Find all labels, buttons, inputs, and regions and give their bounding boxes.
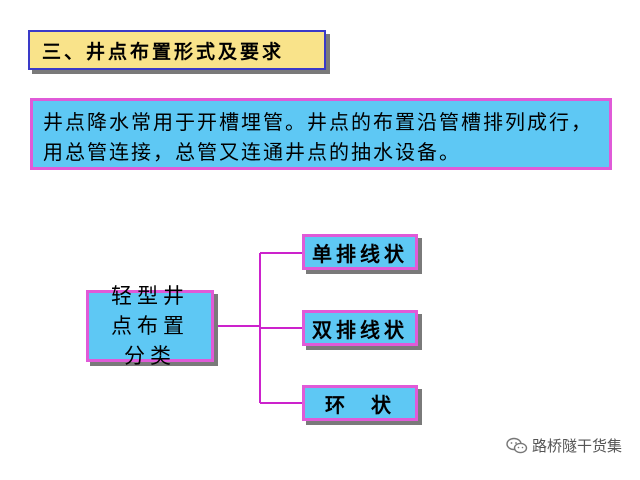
tree-leaf-label: 环 状 [325, 392, 395, 417]
tree-leaf-double-row: 双排线状 [302, 310, 418, 346]
tree-leaf-label: 单排线状 [312, 241, 408, 266]
section-title: 三、井点布置形式及要求 [28, 30, 326, 70]
intro-text-box: 井点降水常用于开槽埋管。井点的布置沿管槽排列成行，用总管连接，总管又连通井点的抽… [30, 98, 612, 170]
tree-root-label: 轻型井点布置分类 [111, 284, 189, 368]
tree-leaf-label: 双排线状 [312, 317, 408, 342]
tree-leaf-ring: 环 状 [302, 385, 418, 421]
watermark-text: 路桥隧干货集 [531, 437, 622, 455]
tree-root-node: 轻型井点布置分类 [86, 284, 214, 368]
watermark: 路桥隧干货集 [506, 435, 622, 456]
tree-leaf-single-row: 单排线状 [302, 234, 418, 270]
wechat-icon [506, 437, 528, 455]
